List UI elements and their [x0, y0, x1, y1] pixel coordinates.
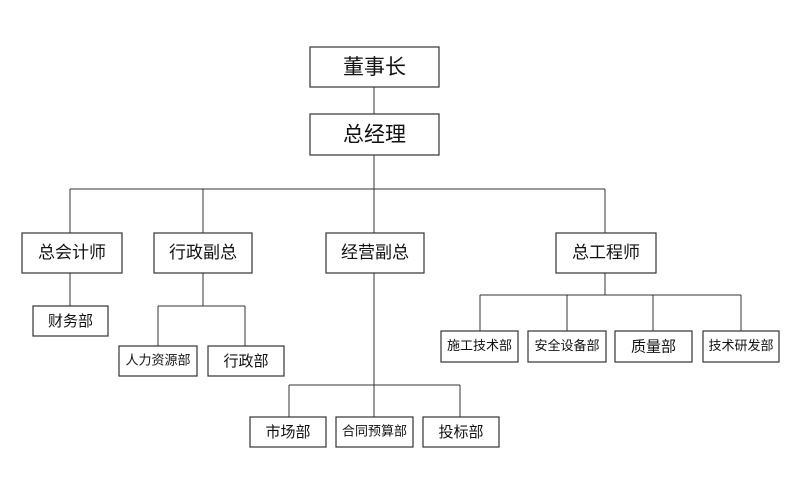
contract-budget-dept-box: 合同预算部	[335, 416, 414, 448]
chairman-label: 董事长	[343, 55, 406, 79]
safety-equipment-dept-box: 安全设备部	[527, 330, 607, 363]
chairman-box: 董事长	[309, 46, 440, 88]
general-manager-box: 总经理	[309, 113, 440, 156]
bidding-dept-box: 投标部	[422, 416, 500, 448]
market-dept-label: 市场部	[265, 423, 310, 441]
admin-vp-box: 行政副总	[153, 232, 253, 274]
construction-tech-dept-label: 施工技术部	[447, 339, 512, 354]
chief-accountant-box: 总会计师	[21, 232, 123, 274]
admin-dept-box: 行政部	[207, 345, 285, 377]
tech-rd-dept-label: 技术研发部	[708, 338, 773, 354]
bidding-dept-label: 投标部	[438, 423, 483, 441]
safety-equipment-dept-label: 安全设备部	[534, 338, 599, 354]
market-dept-box: 市场部	[249, 416, 327, 448]
connector-lines	[69, 87, 742, 417]
admin-vp-label: 行政副总	[169, 243, 237, 263]
hr-dept-label: 人力资源部	[125, 354, 190, 369]
construction-tech-dept-box: 施工技术部	[440, 330, 519, 363]
tech-rd-dept-box: 技术研发部	[702, 330, 780, 363]
hr-dept-box: 人力资源部	[118, 345, 198, 377]
business-vp-box: 经营副总	[325, 232, 425, 274]
chief-engineer-box: 总工程师	[555, 232, 657, 274]
finance-dept-box: 财务部	[32, 305, 109, 337]
chief-engineer-label: 总工程师	[572, 243, 640, 263]
contract-budget-dept-label: 合同预算部	[342, 425, 407, 440]
business-vp-label: 经营副总	[341, 243, 409, 263]
quality-dept-box: 质量部	[614, 330, 693, 363]
admin-dept-label: 行政部	[223, 352, 268, 370]
quality-dept-label: 质量部	[631, 338, 676, 356]
chief-accountant-label: 总会计师	[38, 243, 106, 263]
finance-dept-label: 财务部	[48, 312, 93, 330]
general-manager-label: 总经理	[343, 123, 406, 147]
